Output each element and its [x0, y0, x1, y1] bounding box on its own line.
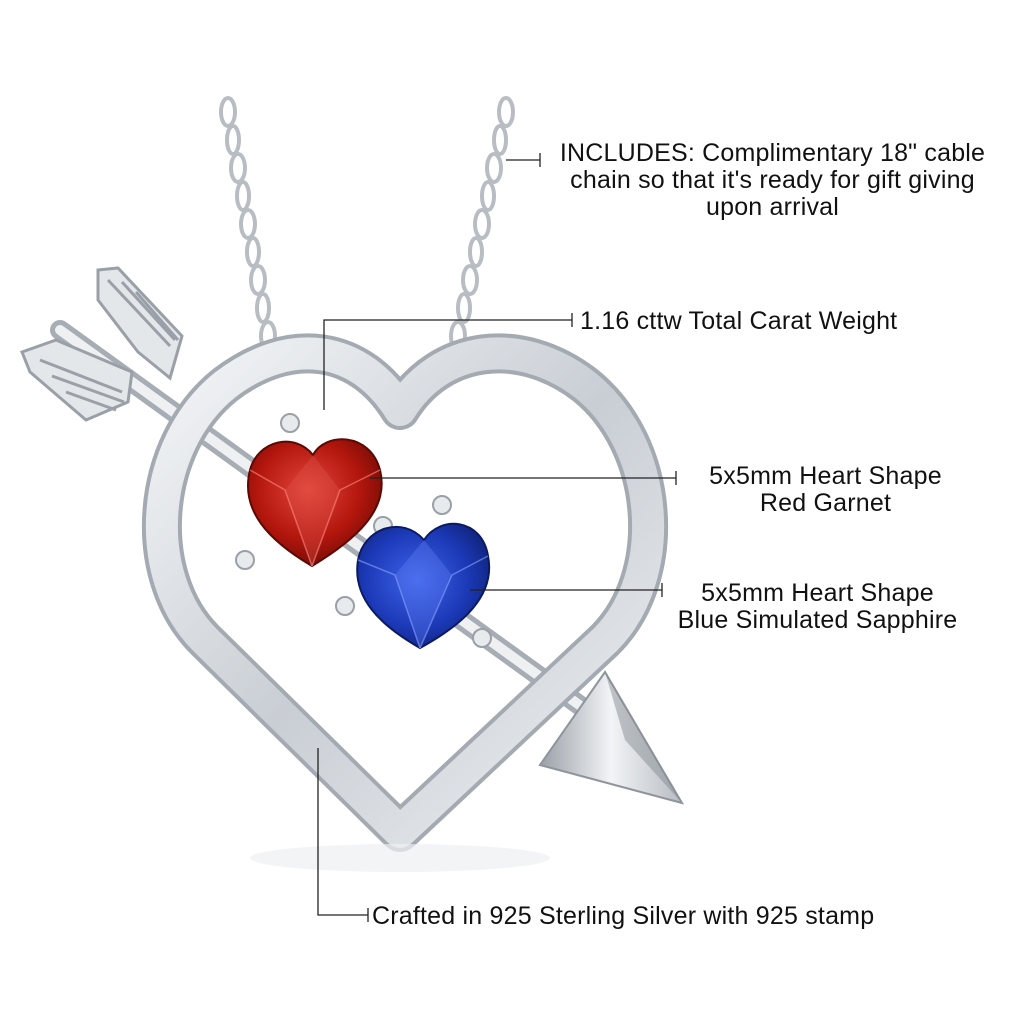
leader-chain: [506, 153, 541, 167]
callout-chain-line-2: chain so that it's ready for gift giving: [570, 166, 975, 194]
leader-sapphire: [470, 583, 663, 597]
callout-sapphire-line-2: Blue Simulated Sapphire: [677, 606, 958, 634]
callout-sapphire-line-1: 5x5mm Heart Shape: [701, 579, 934, 607]
callout-silver-line-1: Crafted in 925 Sterling Silver with 925 …: [372, 902, 875, 930]
pendant-reflection: [250, 844, 550, 872]
leader-lines: [317, 153, 677, 922]
callout-silver: Crafted in 925 Sterling Silver with 925 …: [372, 903, 874, 930]
callout-chain-line-1: INCLUDES: Complimentary 18" cable: [559, 139, 986, 167]
callout-chain: INCLUDES: Complimentary 18" cable chain …: [545, 140, 1000, 221]
arrow-tip: [538, 670, 685, 805]
callout-weight-line-1: 1.16 cttw Total Carat Weight: [580, 307, 898, 335]
leader-garnet: [370, 471, 677, 485]
chain-left: [219, 96, 277, 352]
callout-garnet-line-2: Red Garnet: [759, 489, 892, 517]
callout-chain-line-3: upon arrival: [705, 193, 840, 221]
red-garnet-stone: [235, 413, 393, 570]
leader-silver: [317, 748, 369, 922]
callout-weight: 1.16 cttw Total Carat Weight: [580, 308, 897, 335]
arrow-fletching: [20, 266, 184, 422]
chain-right: [449, 96, 515, 352]
callout-garnet-line-1: 5x5mm Heart Shape: [709, 462, 942, 490]
heart-frame: [141, 333, 669, 852]
leader-weight: [323, 313, 573, 410]
blue-sapphire-stone: [335, 495, 492, 650]
callout-sapphire: 5x5mm Heart Shape Blue Simulated Sapphir…: [645, 580, 990, 634]
callout-garnet: 5x5mm Heart Shape Red Garnet: [683, 463, 968, 517]
